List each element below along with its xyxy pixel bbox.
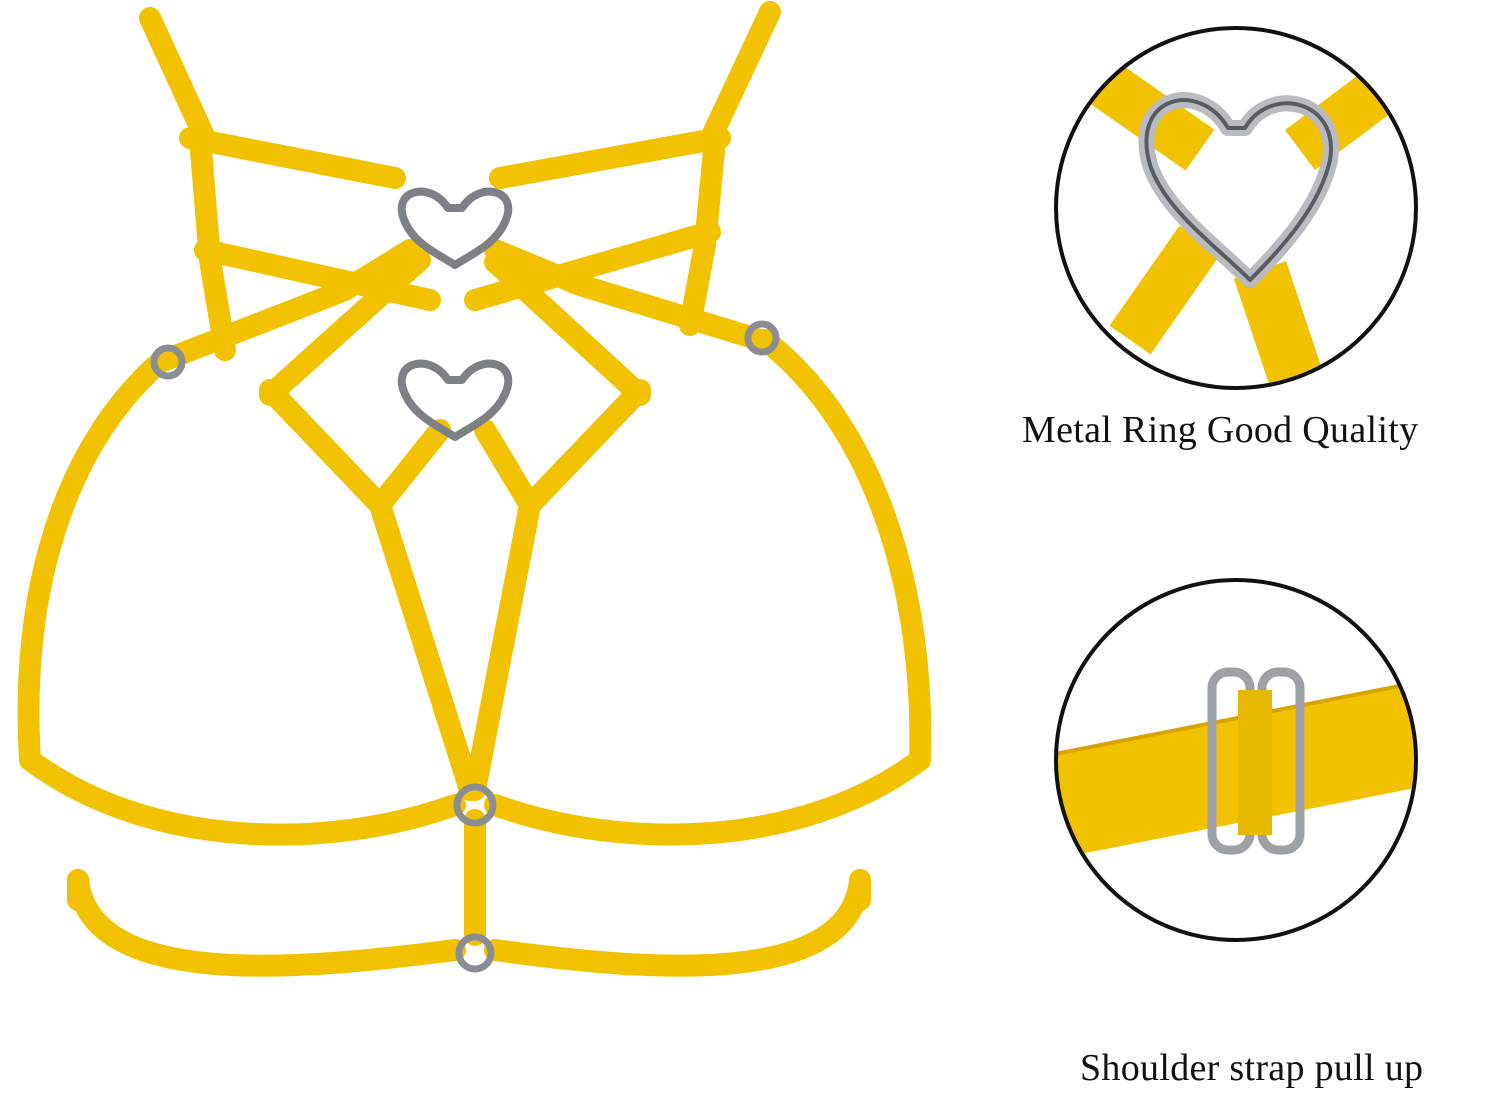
o-ring-icon xyxy=(150,320,780,973)
detail-circle-strap xyxy=(1054,578,1418,942)
slider-buckle-icon xyxy=(1207,667,1305,855)
detail-caption-strap: Shoulder strap pull up xyxy=(1080,1047,1424,1089)
harness-illustration xyxy=(17,1,932,977)
heart-ring-icon xyxy=(397,187,513,441)
detail-circle-ring xyxy=(1054,26,1418,390)
detail-caption-ring: Metal Ring Good Quality xyxy=(1022,409,1419,451)
